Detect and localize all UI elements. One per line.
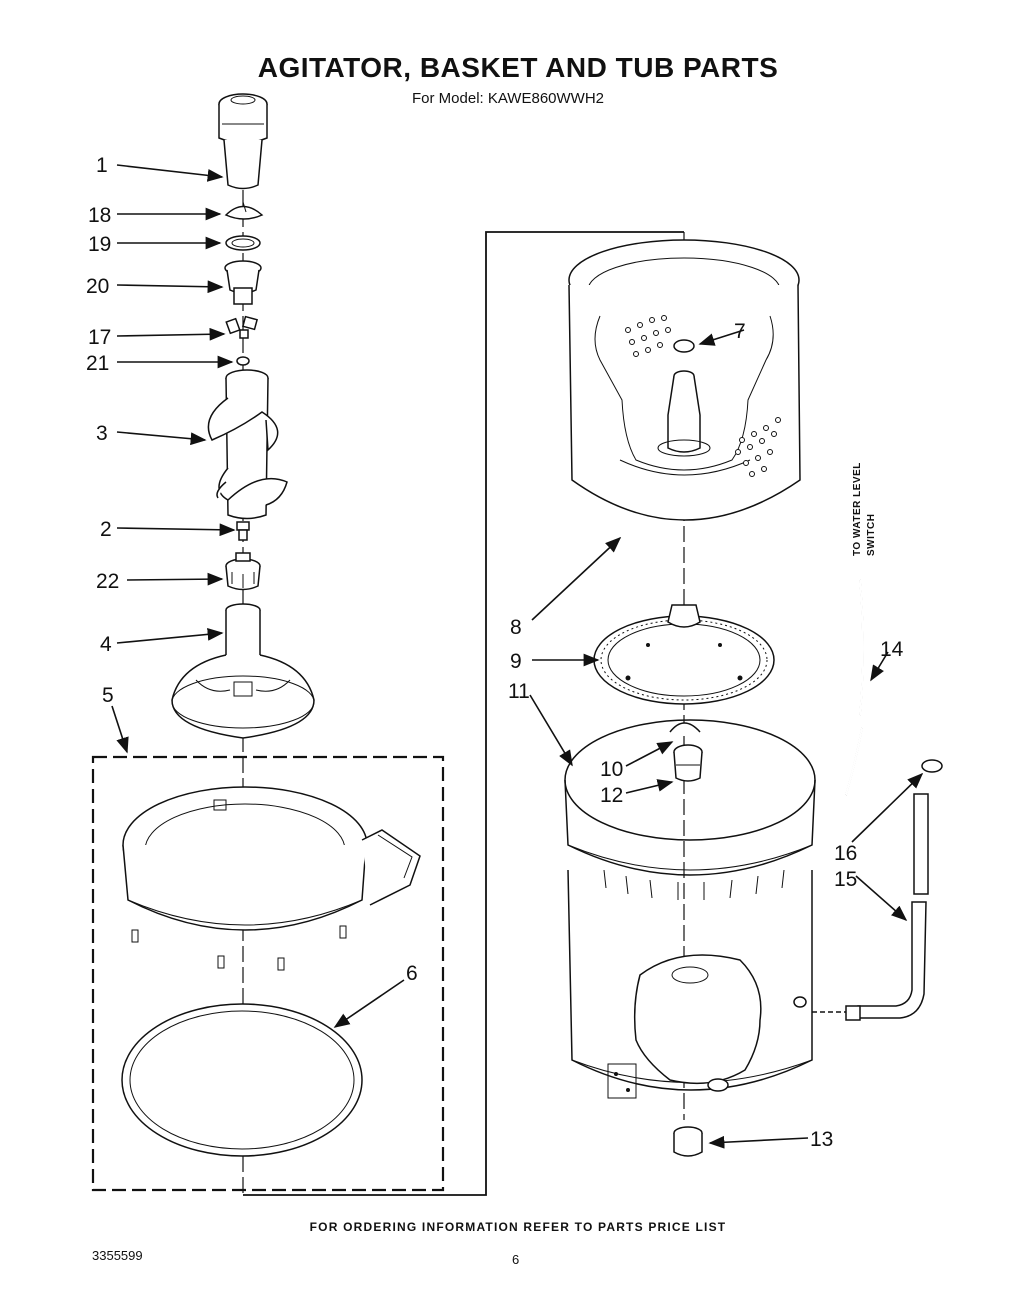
callout-17: 17 [88, 326, 111, 349]
callout-15: 15 [834, 868, 857, 891]
wash-basket-part [568, 239, 801, 521]
callout-6: 6 [406, 962, 418, 985]
gasket-ring-part [121, 1003, 363, 1157]
agitator-cap-part [224, 201, 264, 220]
agitator-bolt-part [236, 521, 250, 541]
callout-21: 21 [86, 352, 109, 375]
callout-11: 11 [508, 680, 530, 703]
seal-ring-part [225, 235, 261, 251]
agitator-part [207, 369, 288, 520]
water-level-note: TO WATER LEVEL SWITCH [852, 462, 877, 556]
tub-nut-part [673, 1126, 703, 1157]
callout-14: 14 [880, 638, 904, 661]
retaining-ring-part [669, 722, 701, 733]
callout-12: 12 [600, 784, 623, 807]
callout-9: 9 [510, 650, 522, 673]
callout-16: 16 [834, 842, 857, 865]
spin-nut-part [673, 744, 703, 782]
agitator-cam-part [224, 260, 262, 305]
callout-10: 10 [600, 758, 623, 781]
water-level-note-line1: TO WATER LEVEL [852, 462, 863, 556]
callout-18: 18 [88, 204, 111, 227]
page-title: AGITATOR, BASKET AND TUB PARTS [257, 52, 779, 83]
callout-8: 8 [510, 616, 522, 639]
water-level-hose-part [845, 579, 864, 796]
drain-hose-part [812, 793, 929, 1021]
drive-hub-part [171, 603, 315, 739]
hose-clamp-part [921, 759, 943, 773]
water-level-note-line2: SWITCH [866, 514, 877, 556]
tub-ring-part [122, 786, 421, 971]
callout-13: 13 [810, 1128, 833, 1151]
dispenser-cup-part [218, 93, 268, 190]
small-ring-part [236, 356, 250, 366]
callout-5: 5 [102, 684, 114, 707]
callout-22: 22 [96, 570, 119, 593]
kit-outline [91, 755, 445, 1192]
callout-2: 2 [100, 518, 112, 541]
document-number: 3355599 [92, 1248, 143, 1263]
agitator-dogs-part [225, 315, 259, 339]
callout-19: 19 [88, 233, 111, 256]
coupling-part [225, 552, 261, 591]
callout-4: 4 [100, 633, 112, 656]
callout-7: 7 [734, 320, 746, 343]
connector-frame [243, 231, 684, 1196]
callout-3: 3 [96, 422, 108, 445]
callout-1: 1 [96, 154, 108, 177]
callout-20: 20 [86, 275, 109, 298]
model-subtitle: For Model: KAWE860WWH2 [412, 90, 604, 107]
basket-drive-disc-part [593, 604, 775, 705]
page-number: 6 [512, 1252, 520, 1267]
ordering-note: FOR ORDERING INFORMATION REFER TO PARTS … [309, 1220, 727, 1234]
leader-1 [116, 164, 224, 182]
outer-tub-part [564, 719, 816, 1099]
